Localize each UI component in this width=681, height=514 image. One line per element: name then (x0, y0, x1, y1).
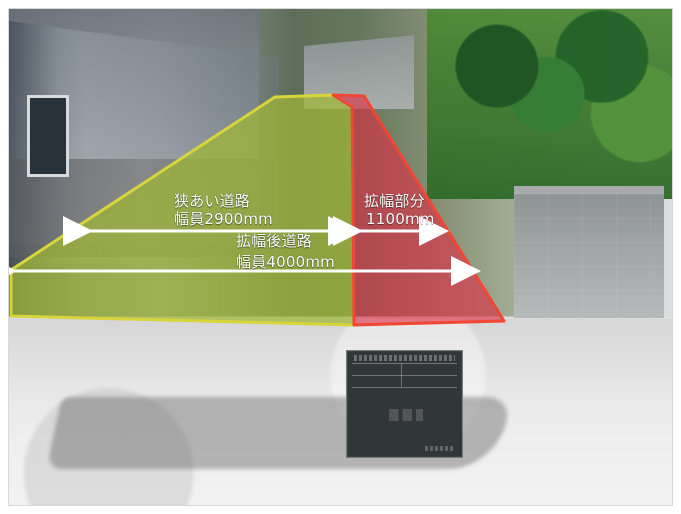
widened-part-label: 拡幅部分 (364, 192, 425, 210)
tree-cluster (427, 9, 672, 199)
annotation-overlay (9, 93, 506, 327)
widened-part-width: 1100mm (366, 210, 435, 228)
board-line (352, 387, 457, 388)
board-center-text (389, 409, 423, 421)
board-line (352, 375, 457, 376)
right-wall (514, 186, 664, 318)
board-divider (401, 363, 402, 387)
construction-board (346, 350, 463, 458)
narrow-road-label: 狭あい道路 (174, 192, 251, 210)
narrow-road-width: 幅員2900mm (174, 210, 273, 228)
left-window (27, 95, 69, 177)
board-bottom-text (425, 446, 455, 451)
road-surface (9, 319, 672, 505)
after-widening-width: 幅員4000mm (236, 253, 335, 271)
road-photo: 狭あい道路 幅員2900mm 拡幅部分 1100mm 拡幅後道路 幅員4000m… (8, 8, 673, 506)
board-header-text (354, 355, 455, 361)
board-line (352, 363, 457, 364)
after-widening-label: 拡幅後道路 (236, 232, 313, 250)
